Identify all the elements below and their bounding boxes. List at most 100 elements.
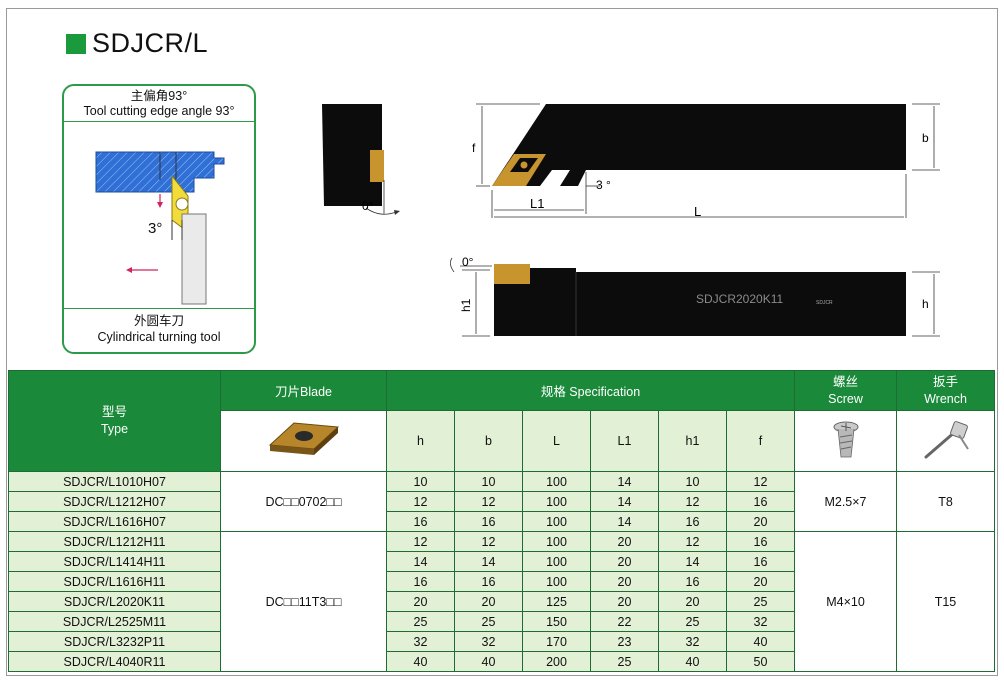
value-cell-h: 32 [386, 631, 455, 652]
model-cell: SDJCR/L2020K11 [8, 591, 221, 612]
angle-panel-footer: 外圆车刀 Cylindrical turning tool [64, 308, 254, 352]
dim-h1-label: h1 [459, 298, 473, 312]
col-header-f: f [726, 410, 795, 472]
value-cell-L1: 22 [590, 611, 659, 632]
dim-h-label: h [922, 297, 929, 311]
value-cell-h1: 12 [658, 531, 727, 552]
title-text: SDJCR/L [92, 28, 209, 58]
value-cell-b: 14 [454, 551, 523, 572]
angle-title-en: Tool cutting edge angle 93° [83, 104, 235, 118]
angle-title-cn: 主偏角93° [130, 89, 188, 103]
screw-header: 螺丝 Screw [794, 370, 897, 411]
dim-b-label: b [922, 131, 929, 145]
page-title: SDJCR/L [66, 28, 208, 59]
value-cell-L: 200 [522, 651, 591, 672]
model-cell: SDJCR/L3232P11 [8, 631, 221, 652]
blade-image-cell [220, 410, 387, 472]
dim-3deg-label: 3 ° [596, 178, 611, 192]
wrench-header: 扳手 Wrench [896, 370, 995, 411]
col-header-L: L [522, 410, 591, 472]
value-cell-h1: 40 [658, 651, 727, 672]
model-cell: SDJCR/L1212H07 [8, 491, 221, 512]
value-cell-f: 16 [726, 491, 795, 512]
value-cell-h1: 20 [658, 591, 727, 612]
value-cell-L: 150 [522, 611, 591, 632]
col-header-L1: L1 [590, 410, 659, 472]
value-cell-h1: 12 [658, 491, 727, 512]
value-cell-h: 14 [386, 551, 455, 572]
value-cell-h: 16 [386, 511, 455, 532]
model-cell: SDJCR/L1616H07 [8, 511, 221, 532]
value-cell-h1: 10 [658, 471, 727, 492]
value-cell-f: 50 [726, 651, 795, 672]
value-cell-h: 10 [386, 471, 455, 492]
value-cell-b: 40 [454, 651, 523, 672]
model-cell: SDJCR/L1616H11 [8, 571, 221, 592]
screw-cell: M2.5×7 [794, 471, 897, 532]
wrench-header-en: Wrench [924, 391, 967, 406]
side-view: SDJCR [450, 257, 940, 337]
value-cell-f: 40 [726, 631, 795, 652]
type-header-cn: 型号 [101, 405, 127, 419]
dim-f-label: f [472, 141, 476, 155]
side-0deg-label: 0° [462, 255, 474, 269]
value-cell-h1: 16 [658, 511, 727, 532]
value-cell-L: 100 [522, 511, 591, 532]
value-cell-L: 100 [522, 471, 591, 492]
blade-header: 刀片Blade [220, 370, 387, 411]
front-0deg-label: 0° [362, 199, 374, 213]
value-cell-f: 12 [726, 471, 795, 492]
value-cell-b: 20 [454, 591, 523, 612]
screw-header-cn: 螺丝 [832, 374, 858, 389]
value-cell-L1: 14 [590, 511, 659, 532]
screw-icon [833, 421, 858, 457]
model-cell: SDJCR/L2525M11 [8, 611, 221, 632]
value-cell-b: 10 [454, 471, 523, 492]
wrench-header-cn: 扳手 [932, 374, 958, 389]
blade-code-cell: DC□□0702□□ [220, 471, 387, 532]
wrench-image-cell [896, 410, 995, 472]
title-square-icon [66, 33, 86, 54]
value-cell-h: 12 [386, 531, 455, 552]
model-cell: SDJCR/L4040R11 [8, 651, 221, 672]
model-cell: SDJCR/L1010H07 [8, 471, 221, 492]
value-cell-b: 16 [454, 571, 523, 592]
dim-L-label: L [694, 204, 701, 219]
value-cell-L1: 14 [590, 471, 659, 492]
value-cell-h: 25 [386, 611, 455, 632]
value-cell-h1: 14 [658, 551, 727, 572]
angle-panel-header: 主偏角93° Tool cutting edge angle 93° [64, 86, 254, 122]
value-cell-f: 20 [726, 571, 795, 592]
screw-image-cell [794, 410, 897, 472]
value-cell-h1: 32 [658, 631, 727, 652]
value-cell-f: 32 [726, 611, 795, 632]
technical-drawing: 0° f b L1 L 3 ° SDJCR 0° h1 [322, 103, 940, 337]
model-cell: SDJCR/L1212H11 [8, 531, 221, 552]
svg-text:SDJCR: SDJCR [816, 300, 833, 306]
value-cell-h1: 16 [658, 571, 727, 592]
value-cell-f: 25 [726, 591, 795, 612]
value-cell-b: 25 [454, 611, 523, 632]
type-header: 型号 Type [8, 370, 221, 472]
wrench-cell: T15 [896, 531, 995, 672]
value-cell-f: 16 [726, 531, 795, 552]
value-cell-L: 125 [522, 591, 591, 612]
tool-type-cn: 外圆车刀 [133, 314, 184, 328]
value-cell-b: 12 [454, 531, 523, 552]
spec-header: 规格 Specification [386, 370, 795, 411]
value-cell-b: 12 [454, 491, 523, 512]
value-cell-L1: 23 [590, 631, 659, 652]
value-cell-L1: 25 [590, 651, 659, 672]
model-cell: SDJCR/L1414H11 [8, 551, 221, 572]
turning-diagram [95, 151, 225, 305]
value-cell-L: 100 [522, 571, 591, 592]
wrench-cell: T8 [896, 471, 995, 532]
wrench-icon [924, 420, 969, 458]
value-cell-h: 20 [386, 591, 455, 612]
